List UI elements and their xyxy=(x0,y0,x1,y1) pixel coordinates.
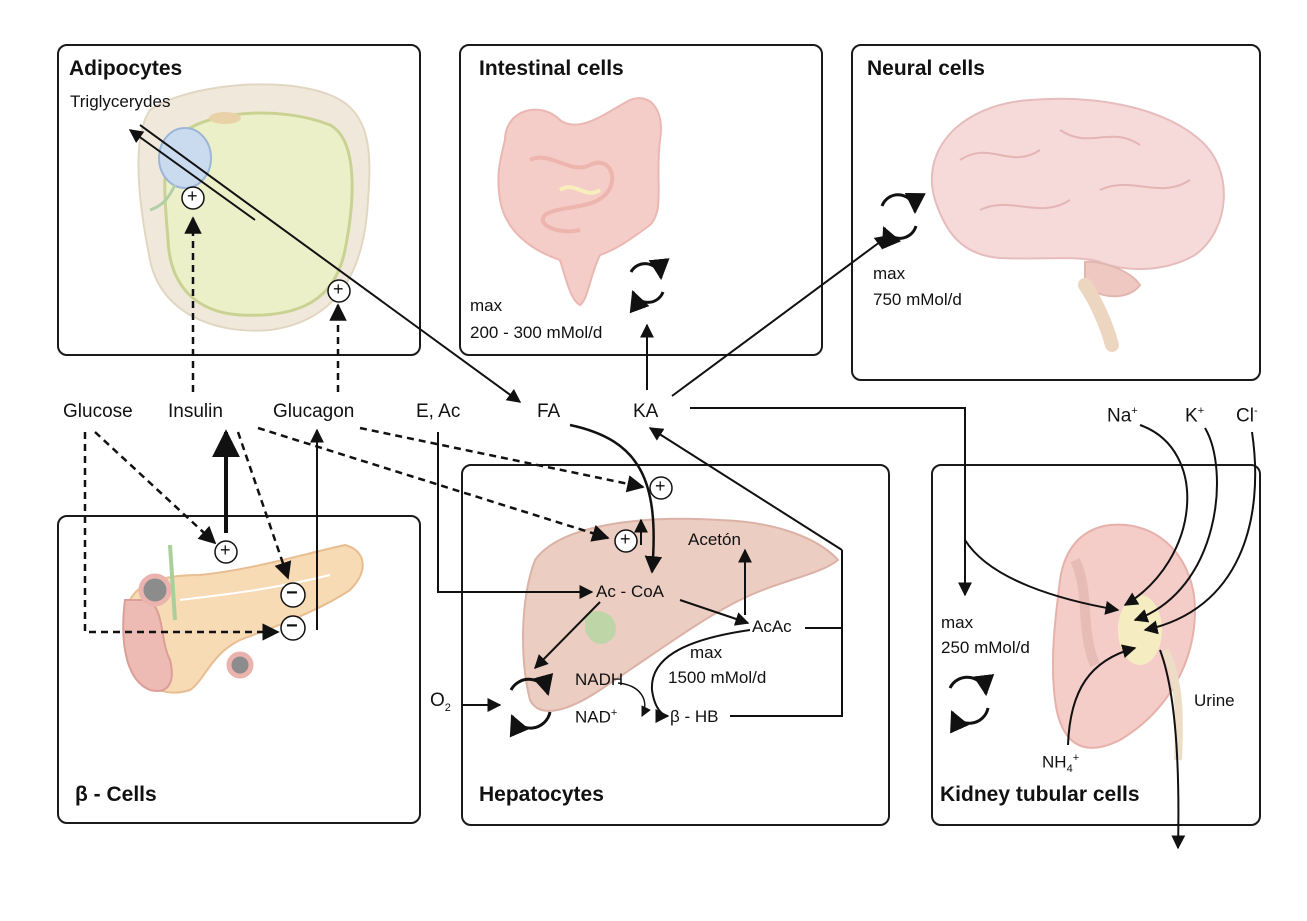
ka-label: KA xyxy=(633,401,659,422)
intestinal-max-value: 200 - 300 mMol/d xyxy=(470,323,603,342)
insulin-label: Insulin xyxy=(168,401,223,422)
e-ac-label: E, Ac xyxy=(416,401,461,422)
glucagon-to-liver-arrow xyxy=(359,426,645,493)
kidney-title: Kidney tubular cells xyxy=(940,783,1140,806)
liver-max-value: 1500 mMol/d xyxy=(668,668,767,687)
fa-to-tg-arrow xyxy=(128,129,256,221)
plus-sign-2: + xyxy=(333,279,344,299)
fa-to-accoa-arrow xyxy=(569,423,663,574)
neural-max-value: 750 mMol/d xyxy=(873,290,962,309)
cycle-icon-brain xyxy=(880,192,926,250)
acac-to-bhb-arrow xyxy=(650,629,751,723)
fa-label: FA xyxy=(537,401,561,422)
insulin-to-liver-arrow xyxy=(257,426,610,542)
neural-max-label: max xyxy=(873,264,906,283)
tg-to-fa-arrow xyxy=(139,124,522,403)
plus-circle-liver-1 xyxy=(649,476,673,500)
insulin-to-beta-minus-arrow xyxy=(236,431,292,580)
nadh-to-nad-arrow xyxy=(617,682,651,717)
brain-illustration xyxy=(930,97,1225,352)
glucose-to-beta-minus-arrow xyxy=(83,432,280,641)
pancreas-illustration xyxy=(122,543,364,694)
plus-circle-adipocyte-1 xyxy=(181,186,205,210)
kidney-max-label: max xyxy=(941,613,974,632)
nh4-arrow xyxy=(1067,644,1137,746)
minus-sign-2: − xyxy=(286,615,298,637)
cycle-icon-kidney xyxy=(948,673,995,734)
plus-circle-beta xyxy=(214,540,238,564)
plus-sign-5: + xyxy=(620,529,631,549)
intestinal-title: Intestinal cells xyxy=(479,57,624,80)
glucose-to-beta-plus-arrow xyxy=(94,431,217,545)
plus-sign-3: + xyxy=(220,540,231,560)
na-label: Na+ xyxy=(1107,405,1138,427)
o2-label: O2 xyxy=(430,690,451,714)
minus-circle-beta-1 xyxy=(280,582,306,608)
acac-outlet-line xyxy=(730,627,843,717)
cl-label: Cl- xyxy=(1236,405,1258,427)
nh4-label: NH4+ xyxy=(1042,752,1080,776)
aceton-label: Acetón xyxy=(688,530,741,549)
plus-circle-adipocyte-2 xyxy=(327,279,351,303)
accoa-to-acac-arrow xyxy=(679,599,750,626)
cycle-icon-liver xyxy=(509,672,554,738)
urine-arrow xyxy=(1159,649,1186,850)
beta-hb-label: β - HB xyxy=(670,707,719,726)
intestine-illustration xyxy=(497,97,662,307)
plus-sign-4: + xyxy=(655,476,666,496)
k-label: K+ xyxy=(1185,405,1205,427)
beta-cells-title: β - Cells xyxy=(75,783,157,806)
hepatocytes-title: Hepatocytes xyxy=(479,783,604,806)
ac-coa-label: Ac - CoA xyxy=(596,582,665,601)
urine-label: Urine xyxy=(1194,691,1235,710)
acac-label: AcAc xyxy=(752,617,792,636)
na-arrow xyxy=(1123,424,1189,606)
ka-to-tubule-arrow xyxy=(964,539,1120,615)
minus-sign-1: − xyxy=(286,582,298,604)
nadh-label: NADH xyxy=(575,670,624,689)
glucose-label: Glucose xyxy=(63,401,133,422)
kidney-max-value: 250 mMol/d xyxy=(941,638,1030,657)
nad-label: NAD+ xyxy=(575,707,618,727)
glucagon-label: Glucagon xyxy=(273,401,355,422)
accoa-to-cycle-arrow xyxy=(534,601,601,669)
neural-title: Neural cells xyxy=(867,57,985,80)
minus-circle-beta-2 xyxy=(280,615,306,641)
plus-circle-liver-2 xyxy=(614,529,638,553)
plus-sign-1: + xyxy=(187,186,198,206)
eac-to-accoa-arrow xyxy=(437,432,594,599)
liver-max-label: max xyxy=(690,643,723,662)
ka-to-brain-arrow xyxy=(671,235,890,397)
intestinal-max-label: max xyxy=(470,296,503,315)
triglycerydes-label: Triglycerydes xyxy=(70,92,171,111)
ka-to-kidney-arrow xyxy=(690,407,972,597)
cl-arrow xyxy=(1143,431,1257,635)
adipocytes-title: Adipocytes xyxy=(69,57,183,80)
cycle-icon-intestine xyxy=(629,258,670,314)
liver-to-ka-arrow xyxy=(648,427,843,551)
k-arrow xyxy=(1133,427,1218,623)
